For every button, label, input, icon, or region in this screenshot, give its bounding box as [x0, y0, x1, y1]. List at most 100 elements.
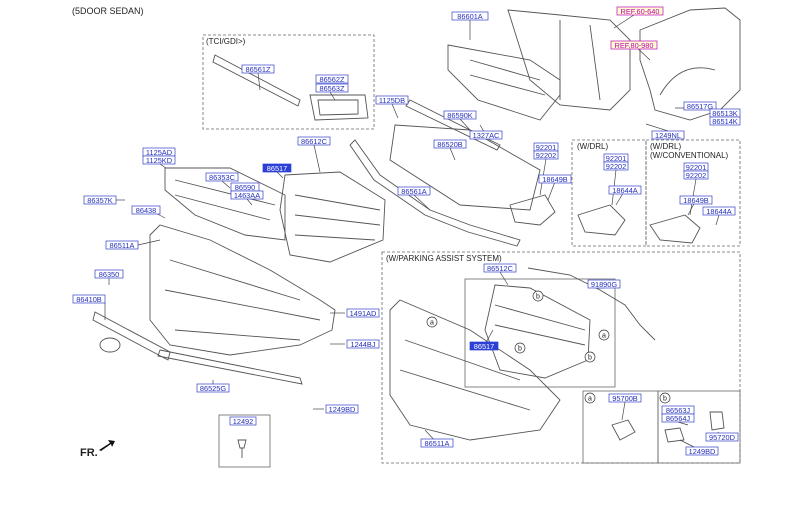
part-label-95720D[interactable]: 95720D: [705, 432, 739, 442]
part-label-92202a[interactable]: 92202: [533, 150, 559, 160]
part-label-86350[interactable]: 86350: [94, 269, 124, 279]
callout-circle-letter: b: [536, 294, 540, 301]
box-tci-gdi: [202, 34, 375, 130]
label-text: 86514K: [712, 117, 738, 126]
sensor-wiring-drawing: [527, 267, 656, 341]
part-label-86520B[interactable]: 86520B: [433, 139, 467, 149]
label-text: 1125KD: [146, 156, 172, 165]
part-label-1249BD[interactable]: 1249BD: [325, 404, 359, 414]
label-box: [661, 413, 695, 423]
label-text: 1249BD: [329, 405, 356, 414]
part-label-86525G[interactable]: 86525G: [196, 383, 230, 393]
w-drl-title: (W/DRL): [577, 142, 609, 151]
part-label-12492[interactable]: 12492: [229, 416, 257, 426]
part-label-18649Bb[interactable]: 18649B: [679, 195, 713, 205]
label-box: [196, 383, 230, 393]
part-label-86438[interactable]: 86438: [131, 205, 161, 215]
label-text: REF.60-640: [620, 7, 659, 16]
part-label-86353C[interactable]: 86353C: [205, 172, 239, 182]
part-label-86357K[interactable]: 86357K: [83, 195, 117, 205]
label-box: [205, 172, 239, 182]
part-label-86612C[interactable]: 86612C: [297, 136, 331, 146]
part-label-1125KD[interactable]: 1125KD: [142, 155, 176, 165]
part-label-ref1[interactable]: REF.60-640: [616, 6, 664, 16]
part-sketches: [92, 7, 741, 458]
label-box: [610, 40, 658, 50]
part-label-1125DB[interactable]: 1125DB: [375, 95, 409, 105]
part-label-86601A[interactable]: 86601A: [451, 11, 489, 21]
label-box: [230, 190, 264, 200]
drl-lamp-a: [509, 194, 556, 226]
label-box: [603, 161, 629, 171]
part-label-86561Z[interactable]: 86561Z: [241, 64, 275, 74]
callout-circle-ring: [426, 316, 438, 328]
label-box: [433, 139, 467, 149]
leader-line: [313, 144, 321, 173]
leader-line: [246, 198, 253, 206]
part-label-86514K[interactable]: 86514K: [709, 116, 741, 126]
part-label-86511Ab[interactable]: 86511A: [420, 438, 454, 448]
label-text: 86590: [235, 183, 256, 192]
part-label-1244BJ[interactable]: 1244BJ: [346, 339, 380, 349]
callout-circle-a: a: [598, 329, 610, 341]
label-text: 86512C: [487, 264, 514, 273]
part-label-86511Aa[interactable]: 86511A: [105, 240, 139, 250]
part-label-1249BDb[interactable]: 1249BD: [685, 446, 719, 456]
label-text: 86590K: [447, 111, 473, 120]
part-label-1249NL[interactable]: 1249NL: [651, 130, 685, 140]
part-label-86590K[interactable]: 86590K: [443, 110, 477, 120]
label-text: 86517: [474, 342, 495, 351]
part-label-18644Aa[interactable]: 18644A: [608, 185, 642, 195]
part-label-18644Ab[interactable]: 18644A: [702, 206, 736, 216]
hyundai-emblem-drawing: [99, 337, 121, 353]
part-label-86512C[interactable]: 86512C: [483, 263, 517, 273]
label-text: 86410B: [76, 295, 102, 304]
label-text: 12492: [233, 417, 254, 426]
part-label-1463AA[interactable]: 1463AA: [230, 190, 264, 200]
leader-line: [621, 401, 626, 421]
box-parking-assist: [381, 251, 741, 464]
label-text: 86357K: [87, 196, 113, 205]
callout-circle-ring: [598, 329, 610, 341]
label-box: [608, 393, 642, 403]
callout-circle-ring: [584, 392, 596, 404]
label-box: [262, 163, 292, 173]
part-label-92202c[interactable]: 92202: [683, 170, 709, 180]
part-label-86562Z[interactable]: 86562Z: [315, 74, 349, 84]
part-label-86564J[interactable]: 86564J: [661, 413, 695, 423]
upper-grille-drawing: [279, 171, 386, 263]
callout-circle-b: b: [514, 342, 526, 354]
part-label-86517G[interactable]: 86517G: [683, 101, 717, 111]
w-conventional-title: (W/CONVENTIONAL): [650, 151, 729, 160]
callout-circle-letter: a: [602, 333, 606, 340]
label-box: [443, 110, 477, 120]
part-label-86517b[interactable]: 86517: [469, 341, 499, 351]
label-box: [683, 101, 717, 111]
callout-circle-ring: [659, 392, 671, 404]
label-text: 1491AD: [350, 309, 377, 318]
part-label-ref2[interactable]: REF.80-980: [610, 40, 658, 50]
part-label-91890G[interactable]: 91890G: [587, 279, 621, 289]
screw-drawing: [237, 439, 247, 458]
part-label-86410B[interactable]: 86410B: [72, 294, 106, 304]
label-text: 92201: [606, 154, 627, 163]
label-text: 92202: [686, 171, 707, 180]
part-label-95700B[interactable]: 95700B: [608, 393, 642, 403]
part-label-1327AC[interactable]: 1327AC: [469, 130, 503, 140]
label-text: 86564J: [666, 414, 691, 423]
leader-line: [257, 72, 261, 91]
part-label-1491AD[interactable]: 1491AD: [346, 308, 380, 318]
part-label-92202b[interactable]: 92202: [603, 161, 629, 171]
part-label-86561A[interactable]: 86561A: [397, 186, 431, 196]
label-box: [315, 74, 349, 84]
part-label-18649Ba[interactable]: 18649B: [538, 174, 572, 184]
part-label-86563Z[interactable]: 86563Z: [315, 83, 349, 93]
label-box: [229, 416, 257, 426]
leader-line: [715, 214, 720, 226]
drl-lamp-c: [649, 214, 701, 244]
callout-circle-a: a: [584, 392, 596, 404]
leader-line: [499, 271, 509, 286]
part-label-86517a[interactable]: 86517: [262, 163, 292, 173]
leader-lines: [104, 10, 723, 452]
